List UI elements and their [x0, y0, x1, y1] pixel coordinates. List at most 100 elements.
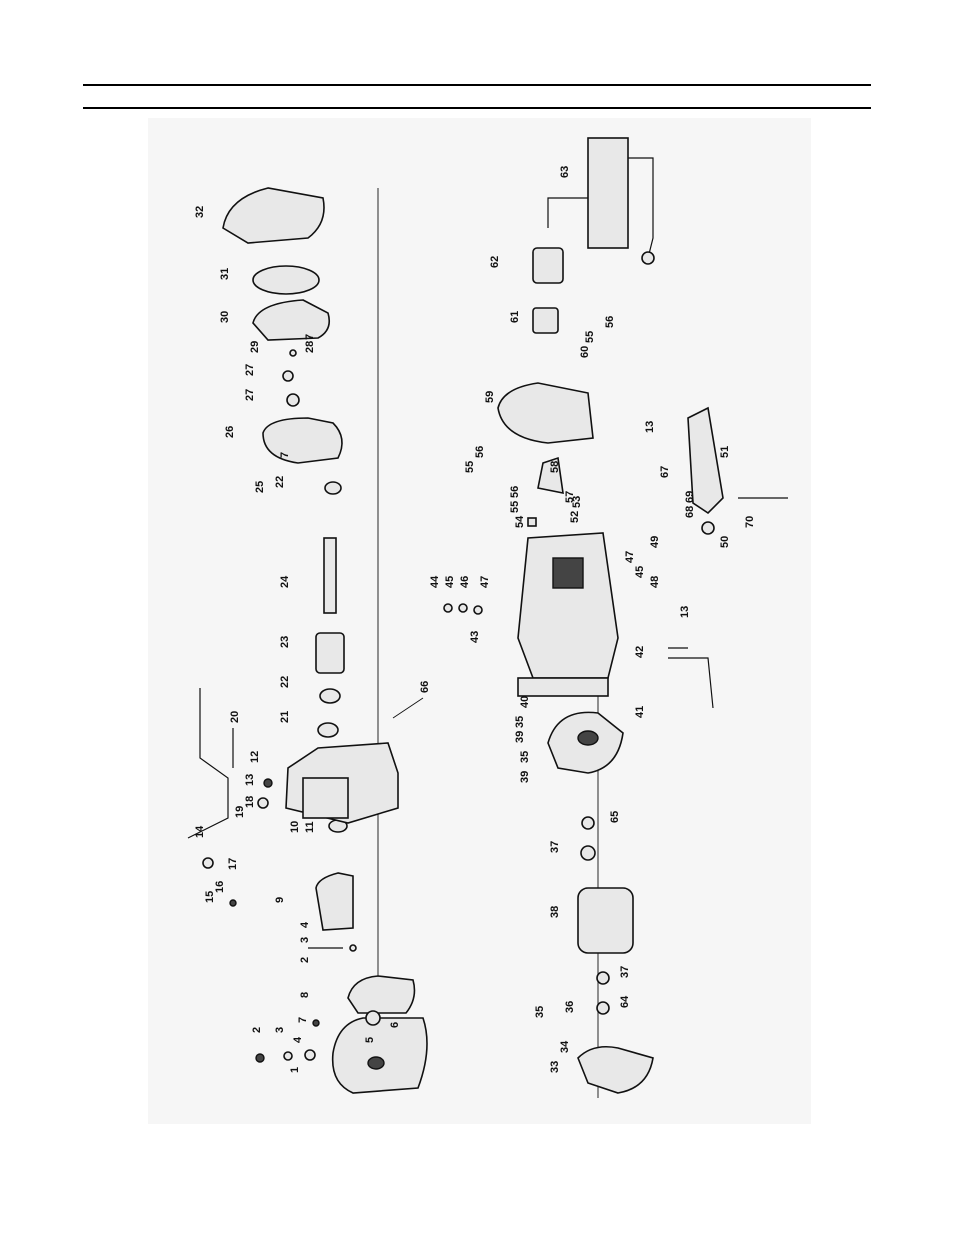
- callout-c66: 66: [419, 681, 431, 693]
- callout-c43: 43: [469, 631, 481, 643]
- callout-c22: 22: [279, 676, 291, 688]
- callout-c59: 59: [484, 391, 496, 403]
- callout-c64: 64: [619, 995, 631, 1008]
- callout-c55b: 55: [464, 461, 476, 473]
- handle-bracket-19: [188, 688, 228, 838]
- washer-25: [325, 482, 341, 494]
- callout-c16: 16: [214, 881, 226, 893]
- callout-c35: 35: [534, 1006, 546, 1018]
- header-rule-bottom: [83, 107, 871, 109]
- end-cover-1: [333, 1018, 427, 1093]
- nameplate-52: [553, 558, 583, 588]
- callout-c30: 30: [219, 311, 231, 323]
- callout-c54: 54: [514, 515, 526, 528]
- callout-c25: 25: [254, 481, 266, 493]
- callout-c5: 5: [364, 1037, 376, 1043]
- header-rule-top: [83, 84, 871, 86]
- plate-30: [253, 300, 329, 340]
- callout-c22b: 22: [274, 476, 286, 488]
- brush-46: [474, 606, 482, 614]
- callout-c7: 7: [297, 1017, 309, 1023]
- callout-c42: 42: [634, 646, 646, 658]
- bearing-27: [287, 394, 299, 406]
- callout-c56: 56: [509, 486, 521, 498]
- shaft-24: [324, 538, 336, 613]
- cover-32: [223, 188, 324, 243]
- callout-c48: 48: [649, 576, 661, 588]
- callout-c29: 29: [249, 341, 261, 353]
- callout-c28: 28: [304, 341, 316, 353]
- callout-c69: 69: [684, 491, 696, 503]
- callout-c63: 63: [559, 166, 571, 178]
- gasket-31: [253, 266, 319, 294]
- callout-c55c: 55: [584, 331, 596, 343]
- callout-c4: 4: [292, 1036, 304, 1043]
- gasket-33: [578, 1047, 653, 1093]
- washer-3: [284, 1052, 292, 1060]
- plug-62: [533, 248, 563, 283]
- callout-c17: 17: [227, 858, 239, 870]
- plug-head-63: [642, 252, 654, 264]
- callout-c67: 67: [659, 466, 671, 478]
- callout-c10: 10: [289, 821, 301, 833]
- bearing-37b: [581, 846, 595, 860]
- end-bell-bearing: [578, 731, 598, 745]
- callout-c4b: 4: [299, 921, 311, 928]
- armature-38: [578, 888, 633, 953]
- callout-c19: 19: [234, 806, 246, 818]
- field-coil: [518, 678, 608, 696]
- cord-63b: [628, 158, 653, 258]
- callout-c47: 47: [479, 576, 491, 588]
- callout-c1: 1: [289, 1067, 301, 1073]
- washer-4: [305, 1050, 315, 1060]
- callout-c9: 9: [274, 897, 286, 903]
- handle-17: [203, 858, 213, 868]
- callout-c20: 20: [229, 711, 241, 723]
- washer-45: [459, 604, 467, 612]
- washer-3b: [350, 945, 356, 951]
- callout-c35b: 35: [519, 751, 531, 763]
- callout-c47b: 47: [624, 551, 636, 563]
- bearing-22: [320, 689, 340, 703]
- callout-c8: 8: [299, 992, 311, 998]
- callout-c56b: 56: [474, 446, 486, 458]
- callout-c39b: 39: [514, 731, 526, 743]
- callout-c2b: 2: [299, 957, 311, 963]
- callout-c44: 44: [429, 575, 441, 588]
- nut-13: [264, 779, 272, 787]
- callout-c27b: 27: [244, 364, 256, 376]
- callout-c56c: 56: [604, 316, 616, 328]
- knob-18: [258, 798, 268, 808]
- callout-c55: 55: [509, 501, 521, 513]
- bearing-23: [316, 633, 344, 673]
- callout-c26: 26: [224, 426, 236, 438]
- callout-c41: 41: [634, 706, 646, 718]
- callout-c51: 51: [719, 446, 731, 458]
- callout-c45b: 45: [634, 566, 646, 578]
- callout-c13b: 13: [679, 606, 691, 618]
- motor-housing-42: [518, 533, 618, 678]
- cap-44: [444, 604, 452, 612]
- callout-c24: 24: [279, 575, 291, 588]
- coupling-21: [318, 723, 338, 737]
- shroud-9: [316, 873, 353, 930]
- callout-c31: 31: [219, 268, 231, 280]
- callout-c3: 3: [274, 1027, 286, 1033]
- bearing-64: [597, 1002, 609, 1014]
- callout-c40: 40: [519, 696, 531, 708]
- callout-c50: 50: [719, 536, 731, 548]
- clip-54: [528, 518, 536, 526]
- callout-c13: 13: [244, 774, 256, 786]
- callout-c62: 62: [489, 256, 501, 268]
- washer-65: [582, 817, 594, 829]
- end-cover-hole: [368, 1057, 384, 1069]
- callout-c6: 6: [389, 1022, 401, 1028]
- callout-c37b: 37: [549, 841, 561, 853]
- screw-66: [393, 698, 423, 718]
- bearing-37: [597, 972, 609, 984]
- callout-c39: 39: [519, 771, 531, 783]
- switch-box-63: [588, 138, 628, 248]
- callout-c14: 14: [194, 825, 206, 838]
